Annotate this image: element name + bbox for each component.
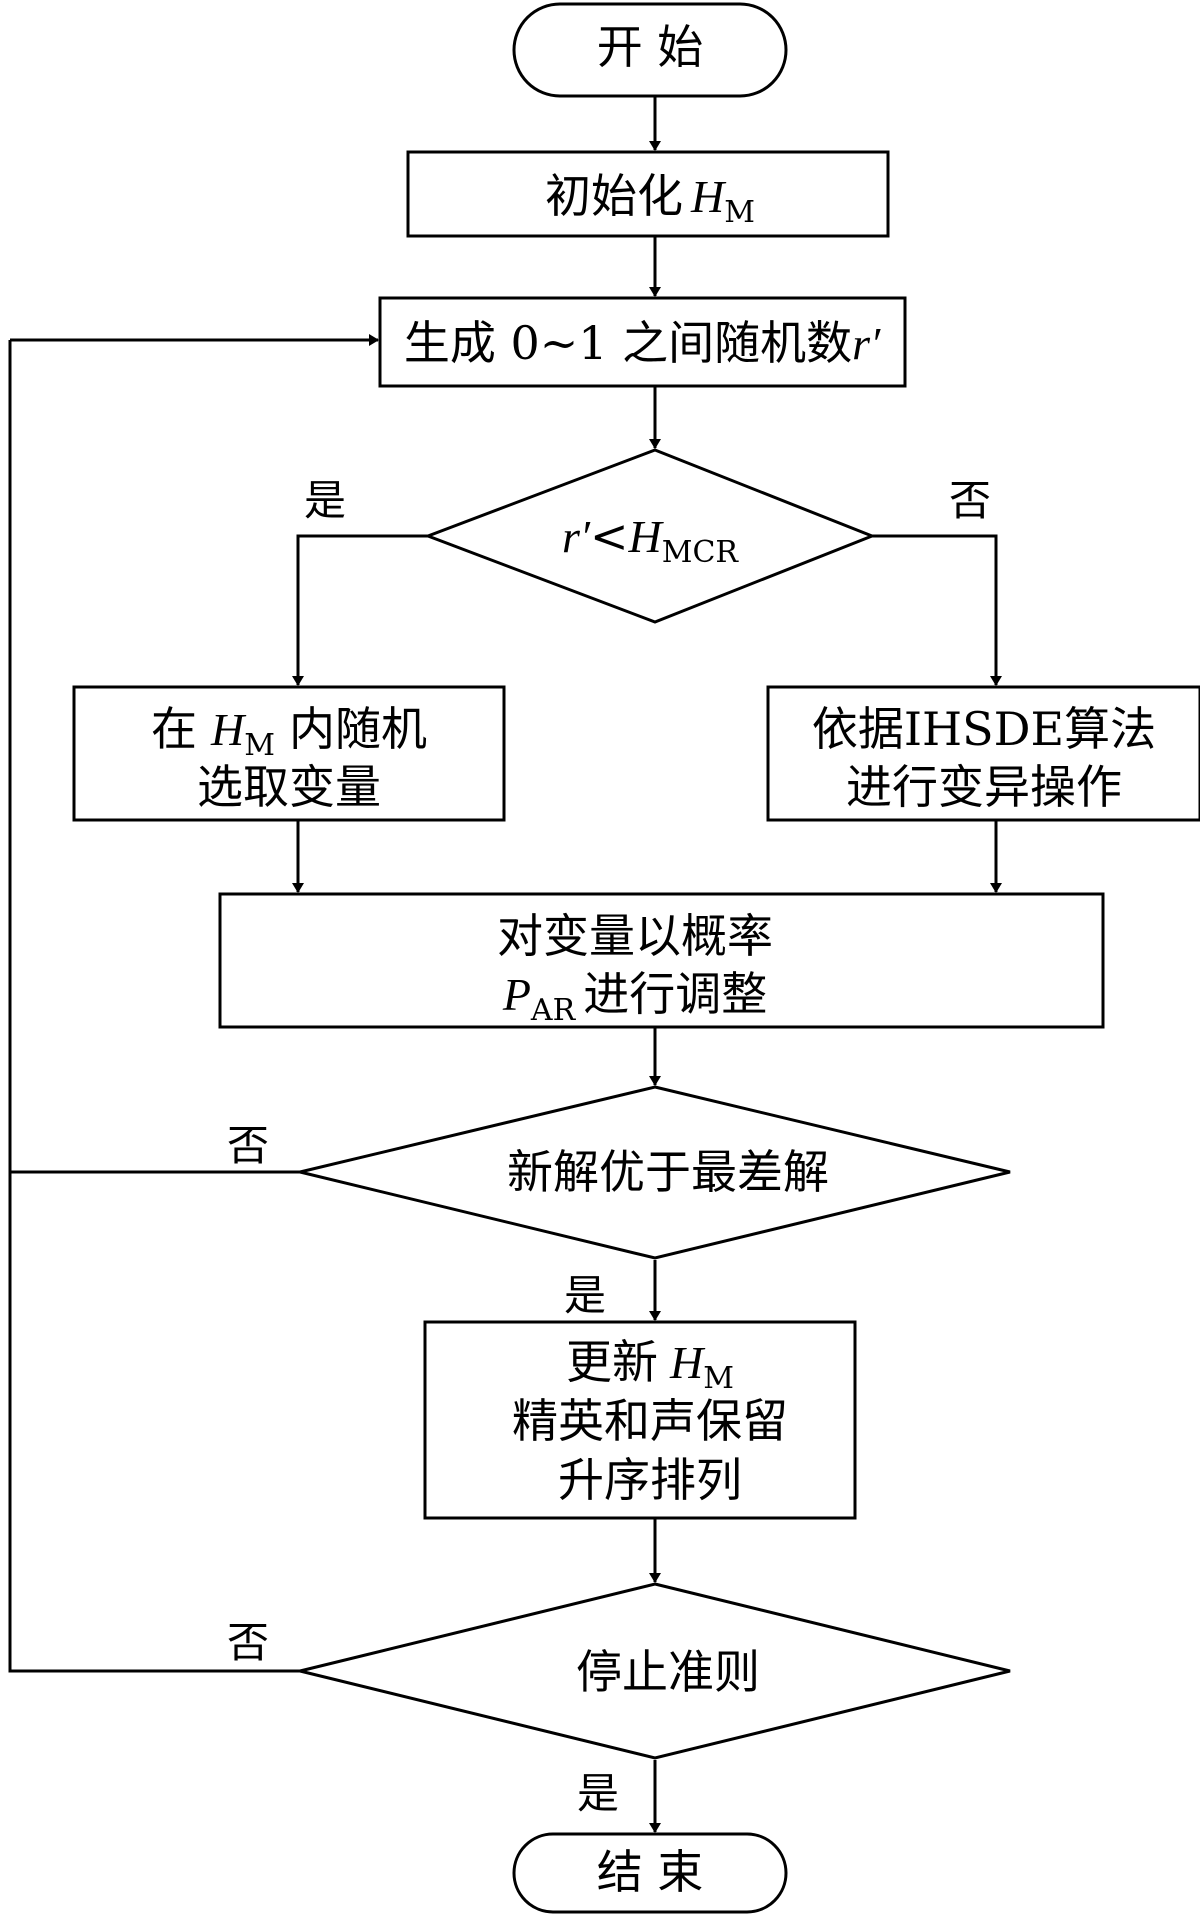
edge-cond1-yes — [292, 534, 428, 686]
cond2-yes-label: 是 — [564, 1271, 606, 1320]
cond1-no-label: 否 — [949, 476, 991, 525]
right-label-line2: 进行变异操作 — [846, 760, 1122, 814]
right-label-line1: 依据IHSDE算法 — [812, 702, 1156, 756]
cond2-label: 新解优于最差解 — [507, 1145, 829, 1199]
gen-box — [378, 296, 907, 388]
edge-cond3-no-loop — [8, 1172, 300, 1673]
adjust-box — [218, 892, 1105, 1029]
update-box — [423, 1320, 857, 1520]
start-terminal — [512, 2, 788, 98]
cond3-decision — [299, 1582, 1011, 1760]
left-label-line2: 选取变量 — [197, 760, 381, 814]
adjust-label-line1: 对变量以概率 — [497, 909, 773, 963]
gen-label: 生成 0~1 之间随机数r′ — [404, 316, 881, 370]
cond3-no-label: 否 — [227, 1618, 269, 1667]
left-box — [72, 685, 506, 822]
cond3-label: 停止准则 — [576, 1645, 760, 1699]
cond1-label: r′<HMCR — [562, 509, 739, 570]
cond1-yes-label: 是 — [304, 476, 346, 525]
end-label: 结 束 — [597, 1845, 704, 1899]
cond2-decision — [299, 1085, 1011, 1260]
cond3-yes-label: 是 — [577, 1769, 619, 1818]
edge-cond1-no — [872, 534, 1002, 686]
right-box — [766, 685, 1200, 822]
cond2-no-label: 否 — [227, 1121, 269, 1170]
cond1-decision — [423, 448, 877, 624]
update-label-line3: 升序排列 — [558, 1453, 742, 1507]
init-box — [406, 150, 890, 238]
end-terminal — [512, 1832, 788, 1914]
update-label-line2: 精英和声保留 — [512, 1394, 788, 1448]
start-label: 开 始 — [597, 20, 704, 74]
